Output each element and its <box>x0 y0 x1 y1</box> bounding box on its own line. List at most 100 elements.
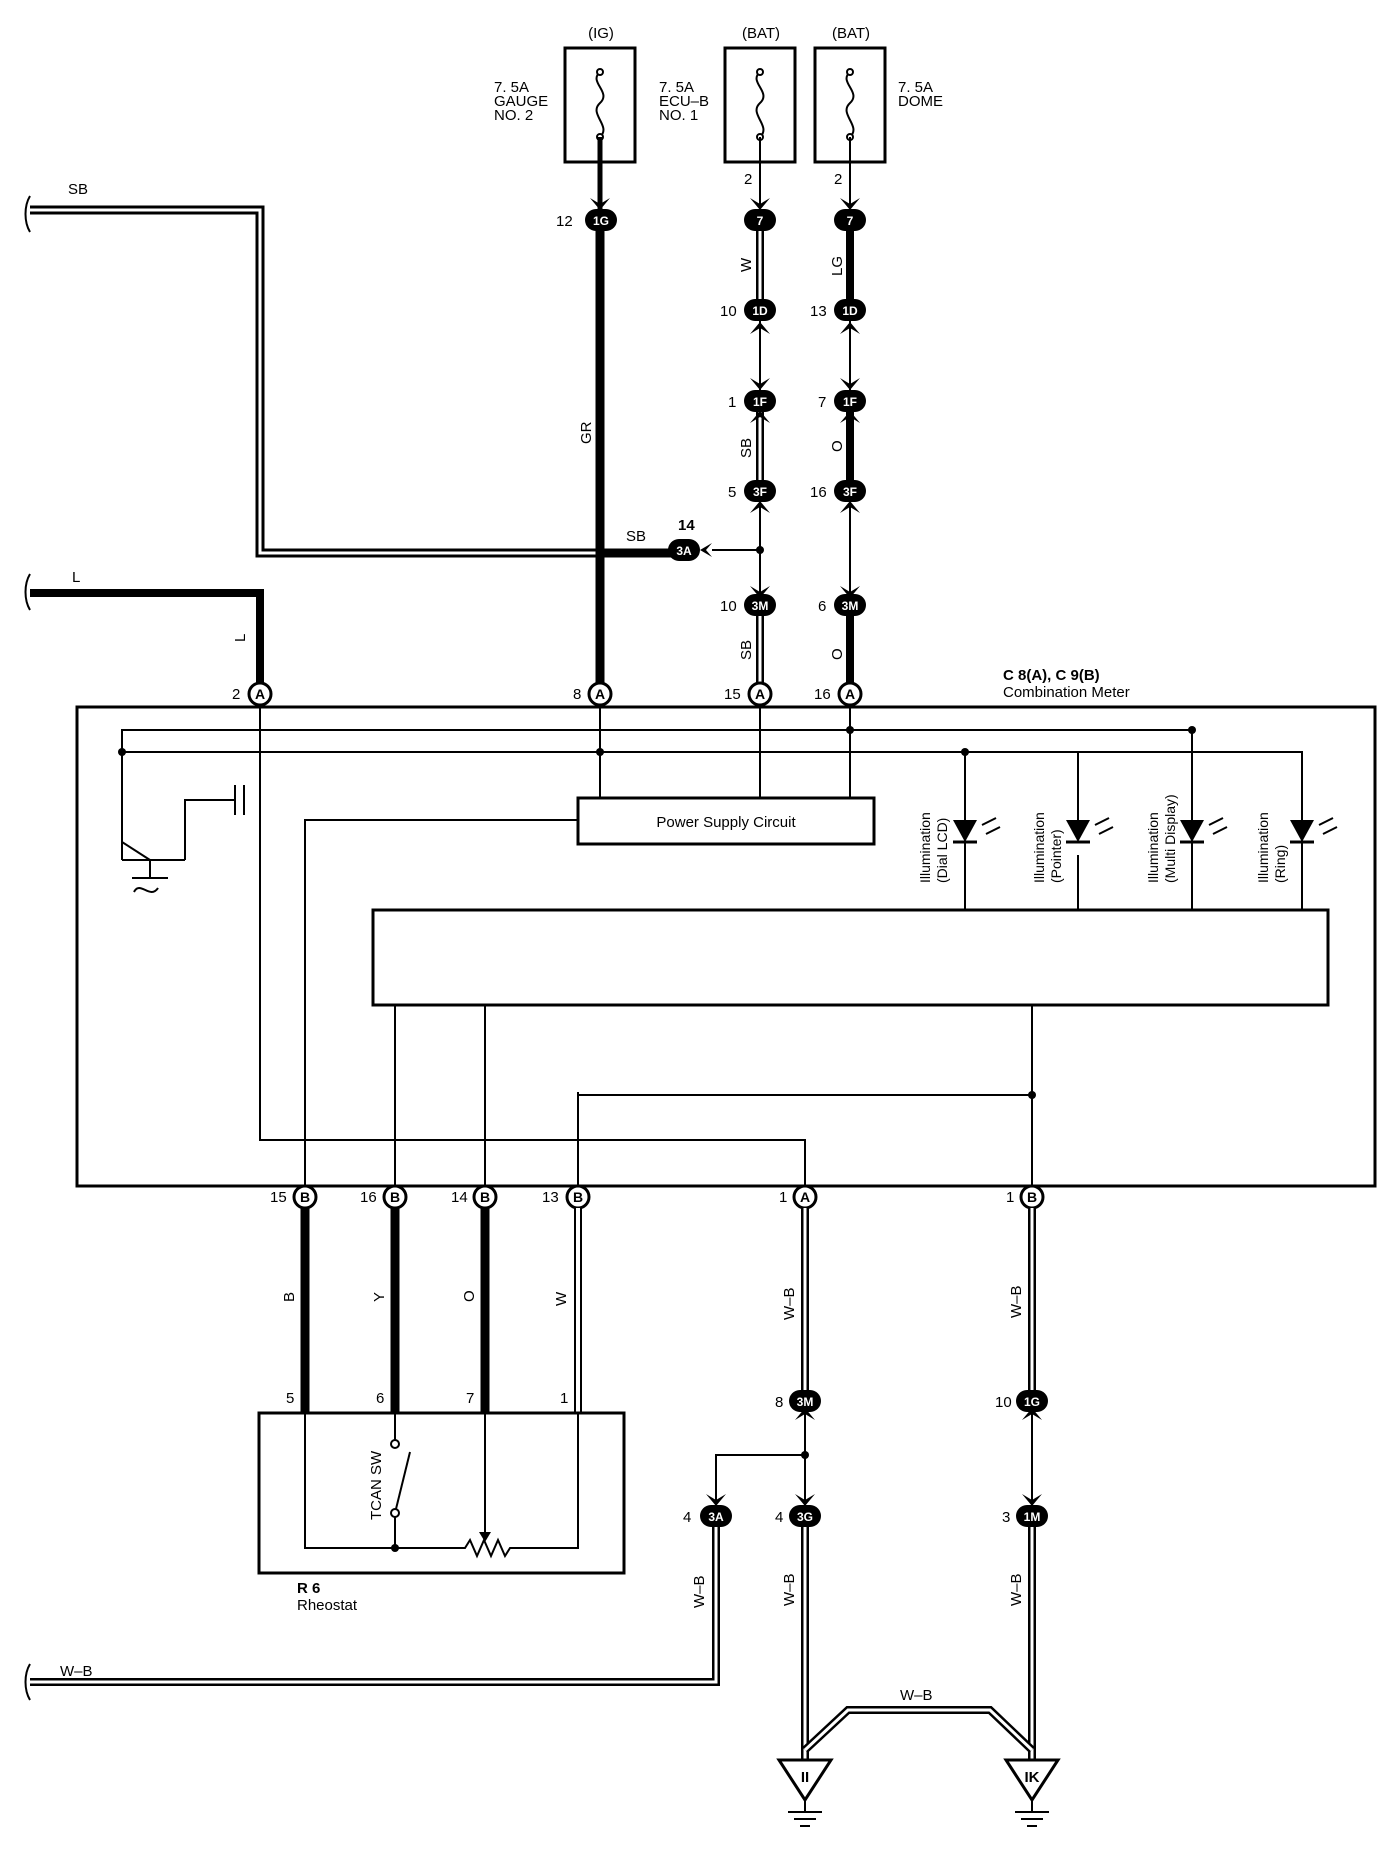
connector-3f-5: 3F5 <box>728 480 776 502</box>
svg-text:Illumination: Illumination <box>1255 812 1271 883</box>
svg-text:B: B <box>1027 1189 1037 1205</box>
wire-color: SB <box>738 640 755 660</box>
svg-text:(Ring): (Ring) <box>1272 845 1288 883</box>
svg-text:14: 14 <box>451 1189 468 1206</box>
svg-text:13: 13 <box>542 1189 559 1206</box>
fuse-name: ECU–B <box>659 93 709 110</box>
svg-text:W–B: W–B <box>781 1573 798 1606</box>
svg-text:A: A <box>755 686 765 702</box>
wire-color: L <box>232 634 249 642</box>
wire-color: O <box>461 1290 478 1302</box>
svg-text:6: 6 <box>376 1390 384 1407</box>
fuse-name: GAUGE <box>494 93 548 110</box>
svg-text:3A: 3A <box>708 1510 724 1524</box>
svg-text:3F: 3F <box>843 485 857 499</box>
svg-text:(Pointer): (Pointer) <box>1048 829 1064 883</box>
svg-text:1D: 1D <box>842 304 858 318</box>
svg-text:W–B: W–B <box>1008 1285 1025 1318</box>
svg-text:IK: IK <box>1025 1769 1040 1786</box>
svg-text:1F: 1F <box>753 395 767 409</box>
svg-text:13: 13 <box>810 303 827 320</box>
connector-1d-13: 1D 13 <box>810 299 866 321</box>
svg-text:5: 5 <box>286 1390 294 1407</box>
connector-3a-4: 3A4 <box>683 1505 732 1527</box>
svg-text:1G: 1G <box>1024 1395 1040 1409</box>
wire-color: SB <box>738 438 755 458</box>
connector-1f-1: 1F 1 <box>728 390 776 412</box>
svg-text:(Dial LCD): (Dial LCD) <box>934 818 950 883</box>
svg-text:W–B: W–B <box>691 1575 708 1608</box>
switch-label: TCAN SW <box>368 1450 385 1520</box>
svg-text:(Multi Display): (Multi Display) <box>1162 794 1178 883</box>
connector-3m-6: 3M6 <box>818 594 866 616</box>
svg-text:10: 10 <box>995 1394 1012 1411</box>
wire-color: W <box>553 1291 570 1306</box>
svg-text:1: 1 <box>779 1189 787 1206</box>
svg-text:Illumination: Illumination <box>917 812 933 883</box>
svg-text:10: 10 <box>720 598 737 615</box>
fuse-name: DOME <box>898 93 943 110</box>
svg-text:7: 7 <box>818 394 826 411</box>
svg-text:Illumination: Illumination <box>1145 812 1161 883</box>
meter-pin-b13: B 13 <box>542 1184 591 1210</box>
svg-text:14: 14 <box>678 517 695 534</box>
transistor-icon <box>121 785 245 893</box>
svg-text:B: B <box>300 1189 310 1205</box>
meter-pin-b16: B16 <box>360 1184 408 1210</box>
rheostat-name: Rheostat <box>297 1597 358 1614</box>
fuse-supply-label: (BAT) <box>832 25 870 42</box>
svg-text:W–B: W–B <box>1008 1573 1025 1606</box>
meter-pin-b15: B15 <box>270 1184 318 1210</box>
svg-text:3M: 3M <box>797 1395 814 1409</box>
pin-number: 12 <box>556 213 573 230</box>
svg-text:B: B <box>573 1189 583 1205</box>
svg-text:3: 3 <box>1002 1509 1010 1526</box>
svg-text:7: 7 <box>847 214 854 228</box>
meter-pin-a8: A8 <box>573 681 613 707</box>
fuse-dome: (BAT) 7. 5A DOME <box>813 25 943 164</box>
rheostat: 5 6 7 1 TCAN SW R 6 Rheostat <box>257 1390 626 1614</box>
meter-pin-b14: B14 <box>451 1184 498 1210</box>
fuse-ecub-no1: (BAT) 7. 5A ECU–B NO. 1 <box>659 25 797 164</box>
wire-color-sb: SB <box>68 181 88 198</box>
svg-text:3A: 3A <box>676 544 692 558</box>
joint-arrows <box>590 198 860 598</box>
svg-text:15: 15 <box>724 686 741 703</box>
fuse-rating: 7. 5A <box>659 79 694 96</box>
svg-text:1: 1 <box>728 394 736 411</box>
svg-text:8: 8 <box>775 1394 783 1411</box>
svg-text:A: A <box>845 686 855 702</box>
fuse-supply-label: (BAT) <box>742 25 780 42</box>
svg-text:Illumination: Illumination <box>1031 812 1047 883</box>
connector-1f-7: 1F 7 <box>818 390 866 412</box>
fuse-name-2: NO. 1 <box>659 107 698 124</box>
l-input-wire: L L <box>24 569 264 693</box>
connector-7-ecub: 7 <box>744 209 776 231</box>
fuse-gauge-no2: (IG) 7. 5A GAUGE NO. 2 <box>494 25 637 164</box>
svg-text:4: 4 <box>775 1509 783 1526</box>
led-pointer-icon: Illumination (Pointer) <box>1031 812 1114 883</box>
fuse-rating: 7. 5A <box>898 79 933 96</box>
meter-id: C 8(A), C 9(B) <box>1003 667 1100 684</box>
connector-3g-4: 3G4 <box>775 1505 821 1527</box>
wire-color: SB <box>626 528 646 545</box>
wire-color-wb: W–B <box>60 1663 93 1680</box>
wire-color: W <box>738 257 755 272</box>
svg-text:2: 2 <box>232 686 240 703</box>
connector-3m-8: 3M 8 <box>775 1390 821 1412</box>
svg-text:1G: 1G <box>593 214 609 228</box>
rheostat-id: R 6 <box>297 1580 320 1597</box>
sb-input-wire: SB SB <box>24 181 690 558</box>
connector-1m-3: 1M3 <box>1002 1505 1048 1527</box>
wire-color: GR <box>578 421 595 444</box>
connector-3a-14: 3A 14 <box>668 517 700 561</box>
svg-text:1F: 1F <box>843 395 857 409</box>
svg-text:1: 1 <box>560 1390 568 1407</box>
svg-text:3M: 3M <box>842 599 859 613</box>
svg-text:16: 16 <box>814 686 831 703</box>
svg-text:W–B: W–B <box>900 1687 933 1704</box>
svg-text:3F: 3F <box>753 485 767 499</box>
